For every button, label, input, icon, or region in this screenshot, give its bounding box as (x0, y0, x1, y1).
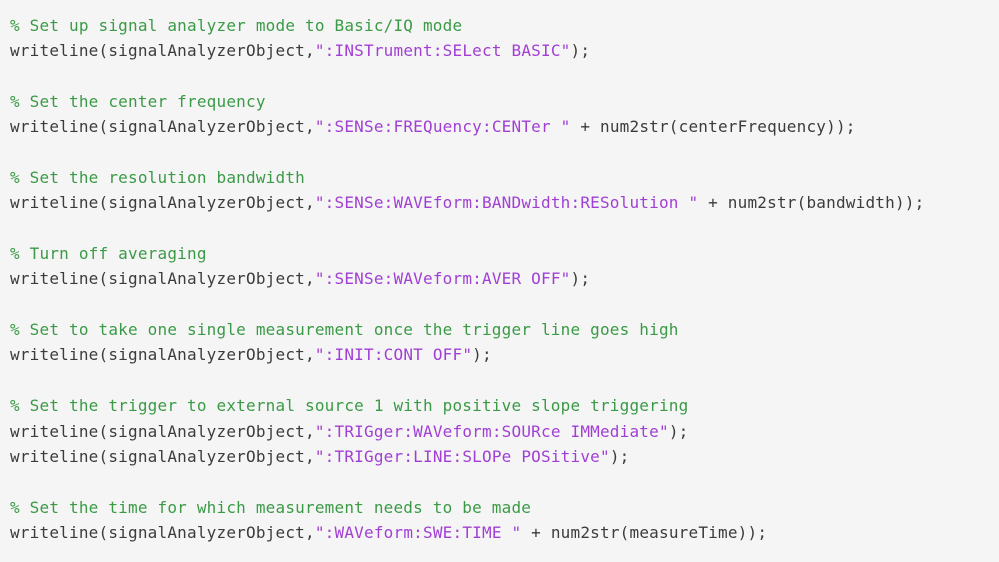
code-line: writeline(signalAnalyzerObject,":SENSe:W… (10, 190, 999, 215)
code-comment: % Turn off averaging (10, 244, 207, 264)
code-string: ":TRIGger:WAVeform:SOURce IMMediate" (314, 421, 669, 441)
code-line: % Turn off averaging (10, 241, 999, 266)
code-plain: writeline(signalAnalyzerObject, (10, 41, 315, 61)
code-line: % Set the trigger to external source 1 w… (10, 393, 999, 418)
code-line: writeline(signalAnalyzerObject,":SENSe:F… (10, 114, 999, 139)
blank-line (10, 140, 999, 165)
code-line: % Set to take one single measurement onc… (10, 317, 999, 342)
code-plain: writeline(signalAnalyzerObject, (10, 269, 315, 289)
code-comment: % Set up signal analyzer mode to Basic/I… (10, 16, 463, 35)
code-line: writeline(signalAnalyzerObject,":SENSe:W… (10, 266, 999, 291)
code-plain: ); (570, 41, 591, 61)
code-comment: % Set the center frequency (10, 92, 266, 112)
code-string: ":WAVeform:SWE:TIME " (314, 522, 522, 542)
code-string: ":TRIGger:LINE:SLOPe POSitive" (314, 446, 610, 466)
code-plain: writeline(signalAnalyzerObject, (10, 446, 315, 466)
code-plain: ); (609, 446, 630, 466)
code-plain: writeline(signalAnalyzerObject, (10, 193, 315, 213)
code-line: % Set the time for which measurement nee… (10, 495, 999, 520)
blank-line (10, 368, 999, 393)
blank-line (10, 469, 999, 494)
code-line: writeline(signalAnalyzerObject,":TRIGger… (10, 419, 999, 444)
blank-line (10, 216, 999, 241)
blank-line (10, 292, 999, 317)
code-plain: + num2str(bandwidth)); (698, 193, 925, 213)
code-string: ":INSTrument:SELect BASIC" (314, 41, 571, 61)
code-string: ":INIT:CONT OFF" (314, 345, 473, 365)
code-line: % Set up signal analyzer mode to Basic/I… (10, 13, 999, 38)
code-plain: + num2str(centerFrequency)); (570, 117, 856, 137)
code-line: writeline(signalAnalyzerObject,":WAVefor… (10, 520, 999, 545)
code-line: % Set the center frequency (10, 89, 999, 114)
code-plain: writeline(signalAnalyzerObject, (10, 522, 315, 542)
code-line: % Set the resolution bandwidth (10, 165, 999, 190)
code-comment: % Set the resolution bandwidth (10, 168, 305, 188)
code-plain: ); (668, 421, 689, 441)
code-string: ":SENSe:FREQuency:CENTer " (314, 117, 571, 137)
code-line: writeline(signalAnalyzerObject,":TRIGger… (10, 444, 999, 469)
code-plain: ); (570, 269, 591, 289)
code-comment: % Set to take one single measurement onc… (10, 320, 679, 340)
code-comment: % Set the time for which measurement nee… (10, 497, 532, 517)
code-plain: writeline(signalAnalyzerObject, (10, 345, 315, 365)
code-plain: ); (472, 345, 492, 365)
code-line: writeline(signalAnalyzerObject,":INSTrum… (10, 38, 999, 63)
code-plain: writeline(signalAnalyzerObject, (10, 117, 315, 137)
code-comment: % Set the trigger to external source 1 w… (10, 396, 689, 416)
code-string: ":SENSe:WAVEform:BANDwidth:RESolution " (314, 193, 699, 213)
blank-line (10, 64, 999, 89)
code-plain: + num2str(measureTime)); (521, 522, 768, 542)
code-plain: writeline(signalAnalyzerObject, (10, 421, 315, 441)
code-string: ":SENSe:WAVeform:AVER OFF" (314, 269, 571, 289)
code-line: writeline(signalAnalyzerObject,":INIT:CO… (10, 342, 999, 367)
